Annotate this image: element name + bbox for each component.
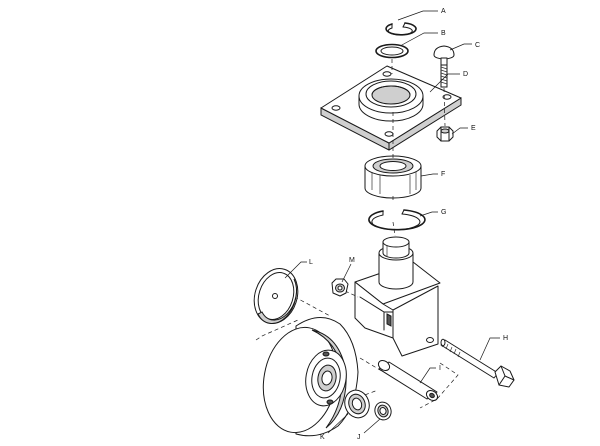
part-d-top-plate <box>320 65 462 151</box>
callout-i: I <box>439 365 441 372</box>
callout-b: B <box>441 30 446 37</box>
callout-a: A <box>441 8 446 15</box>
part-a-snap-ring <box>385 22 417 36</box>
part-c-bolt <box>433 45 455 88</box>
part-g-snap-ring <box>368 209 426 231</box>
callout-k: K <box>320 434 325 441</box>
part-h-axle-bolt <box>440 338 515 388</box>
caster-fork <box>354 236 441 357</box>
callout-h: H <box>503 335 508 342</box>
leader-lines <box>284 10 500 434</box>
part-l-hub-cap <box>253 268 299 324</box>
callout-m: M <box>349 257 355 264</box>
callout-e: E <box>471 125 476 132</box>
part-m-nut <box>331 278 349 297</box>
caster-wheel <box>262 317 359 437</box>
part-j-spacer <box>374 401 392 421</box>
part-k-flange-bushing <box>344 389 370 419</box>
callout-f: F <box>441 171 445 178</box>
callout-l: L <box>309 259 313 266</box>
part-b-washer <box>375 43 409 59</box>
part-f-bearing <box>364 155 422 199</box>
callout-j: J <box>357 434 361 441</box>
callout-d: D <box>463 71 468 78</box>
callout-g: G <box>441 209 446 216</box>
callout-c: C <box>475 42 480 49</box>
part-i-axle-sleeve <box>377 359 439 402</box>
part-e-hex-nut <box>436 126 454 142</box>
callout-labels: A B C D E F G H I J K L M <box>309 8 508 441</box>
